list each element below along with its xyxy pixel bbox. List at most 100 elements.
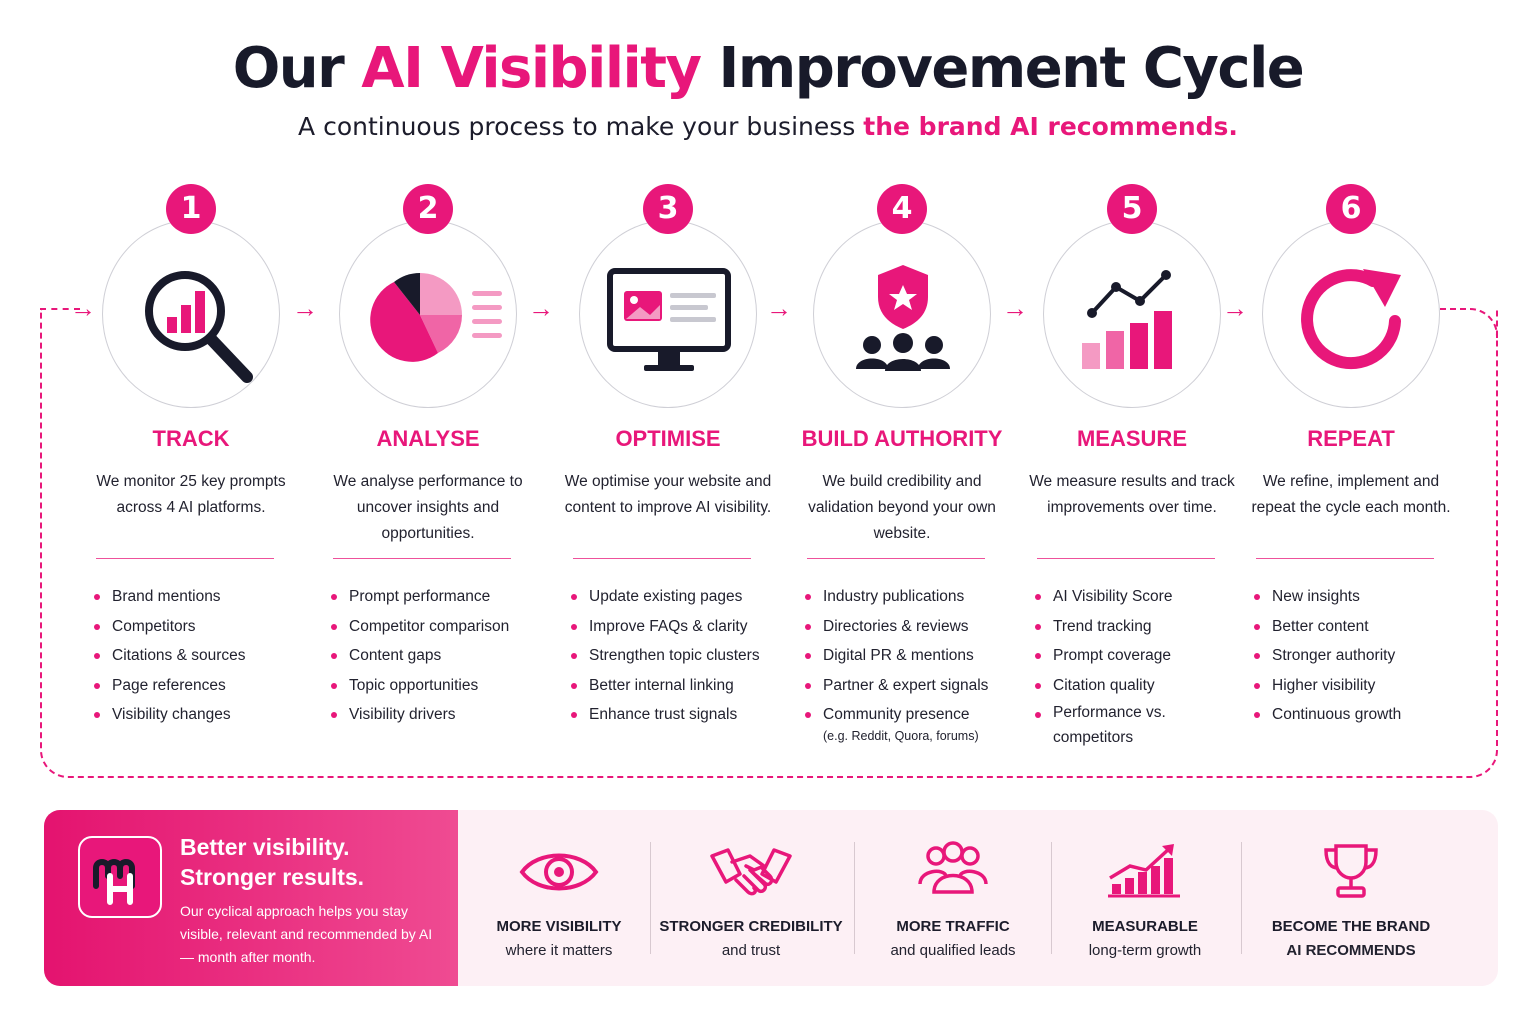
benefit-subtitle: and qualified leads	[890, 942, 1016, 959]
step-number-badge: 3	[643, 184, 693, 234]
list-item: Page references	[94, 671, 316, 701]
subtitle-lead: A continuous process to make your busine…	[298, 112, 856, 141]
list-item: Competitors	[94, 612, 316, 642]
benefit-become-the-brand: BECOME THE BRAND AI RECOMMENDS	[1256, 810, 1446, 986]
divider	[854, 842, 855, 954]
benefit-title: MORE VISIBILITY	[496, 918, 622, 935]
step-title: TRACK	[152, 426, 230, 451]
list-item: Trend tracking	[1035, 612, 1257, 642]
list-item: AI Visibility Score	[1035, 582, 1257, 612]
pie-chart-icon	[370, 273, 502, 362]
divider	[96, 558, 274, 559]
step-item-list: New insights Better content Stronger aut…	[1254, 582, 1476, 730]
divider	[1051, 842, 1052, 954]
benefits-banner: Better visibility. Stronger results. Our…	[44, 810, 1498, 986]
divider	[807, 558, 985, 559]
list-item: Visibility drivers	[331, 700, 553, 730]
step-item-list: Update existing pages Improve FAQs & cla…	[571, 582, 793, 730]
list-item: Prompt coverage	[1035, 641, 1257, 671]
list-item: Competitor comparison	[331, 612, 553, 642]
list-item: New insights	[1254, 582, 1476, 612]
brand-logo	[78, 836, 162, 918]
list-item: Continuous growth	[1254, 700, 1476, 730]
step-icon-ring	[813, 220, 991, 408]
benefit-more-visibility: MORE VISIBILITY where it matters	[474, 810, 644, 986]
step-item-list: AI Visibility Score Trend tracking Promp…	[1035, 582, 1257, 750]
list-item: Content gaps	[331, 641, 553, 671]
benefit-measurable: MEASURABLE long-term growth	[1060, 810, 1230, 986]
list-item: Citation quality	[1035, 671, 1257, 701]
subtitle-accent: the brand AI recommends.	[863, 112, 1238, 141]
divider	[1256, 558, 1434, 559]
step-description: We analyse performance to uncover insigh…	[333, 473, 523, 542]
step-icon-ring	[339, 220, 517, 408]
divider	[1037, 558, 1215, 559]
step-icon-ring	[102, 220, 280, 408]
benefit-subtitle: and trust	[721, 942, 781, 959]
list-item: Prompt performance	[331, 582, 553, 612]
list-item: Topic opportunities	[331, 671, 553, 701]
step-description: We measure results and track improvement…	[1029, 473, 1235, 516]
list-item: Better internal linking	[571, 671, 793, 701]
benefit-more-traffic: MORE TRAFFIC and qualified leads	[864, 810, 1042, 986]
step-icon-ring	[1262, 220, 1440, 408]
divider	[1241, 842, 1242, 954]
benefit-subtitle: long-term growth	[1088, 942, 1202, 959]
banner-headline-line-2: Stronger results.	[180, 864, 365, 890]
eye-icon	[519, 853, 599, 891]
banner-copy: Our cyclical approach helps you stay vis…	[180, 903, 433, 965]
magnifier-bar-chart-icon	[145, 271, 253, 383]
benefit-title: MORE TRAFFIC	[896, 918, 1010, 935]
divider	[650, 842, 651, 954]
arrow-right-icon: →	[1222, 293, 1248, 323]
list-item: Stronger authority	[1254, 641, 1476, 671]
shield-people-icon	[856, 265, 950, 371]
list-item: Improve FAQs & clarity	[571, 612, 793, 642]
benefit-stronger-credibility: STRONGER CREDIBILITY and trust	[658, 810, 844, 986]
trophy-icon	[1324, 844, 1378, 898]
step-item-list: Brand mentions Competitors Citations & s…	[94, 582, 316, 730]
step-number-badge: 5	[1107, 184, 1157, 234]
arrow-right-icon: →	[292, 293, 318, 323]
list-item: Performance vs. competitors	[1035, 700, 1185, 750]
list-item: Higher visibility	[1254, 671, 1476, 701]
title-tail: Improvement Cycle	[718, 36, 1305, 101]
mh-logo-icon	[93, 859, 135, 905]
people-group-icon	[918, 841, 988, 894]
list-item: Partner & expert signals	[805, 671, 1027, 701]
list-item: Community presence (e.g. Reddit, Quora, f…	[805, 700, 1027, 745]
list-item: Directories & reviews	[805, 612, 1027, 642]
step-description: We build credibility and validation beyo…	[808, 473, 996, 542]
step-description: We monitor 25 key prompts across 4 AI pl…	[96, 473, 286, 516]
step-title: BUILD AUTHORITY	[801, 426, 1003, 451]
list-item: Visibility changes	[94, 700, 316, 730]
title-accent: AI Visibility	[361, 36, 702, 101]
step-title: OPTIMISE	[615, 426, 721, 451]
trend-up-icon	[1108, 844, 1180, 898]
banner-headline: Better visibility. Stronger results.	[180, 832, 450, 892]
list-item: Better content	[1254, 612, 1476, 642]
monitor-content-icon	[607, 268, 731, 371]
step-title: ANALYSE	[376, 426, 480, 451]
step-title: REPEAT	[1307, 426, 1395, 451]
step-description: We refine, implement and repeat the cycl…	[1251, 473, 1451, 516]
list-item-note: (e.g. Reddit, Quora, forums)	[823, 728, 979, 743]
divider	[333, 558, 511, 559]
step-number-badge: 1	[166, 184, 216, 234]
benefit-subtitle: AI RECOMMENDS	[1286, 942, 1416, 959]
list-item-label: Community presence	[823, 706, 970, 723]
list-item: Digital PR & mentions	[805, 641, 1027, 671]
arrow-right-icon: →	[1002, 293, 1028, 323]
list-item: Citations & sources	[94, 641, 316, 671]
step-number-badge: 2	[403, 184, 453, 234]
page-subtitle: A continuous process to make your busine…	[0, 112, 1536, 141]
list-item: Update existing pages	[571, 582, 793, 612]
step-number-badge: 6	[1326, 184, 1376, 234]
step-title: MEASURE	[1076, 426, 1187, 451]
step-description: We optimise your website and content to …	[564, 473, 772, 516]
step-number-badge: 4	[877, 184, 927, 234]
arrow-right-icon: →	[528, 293, 554, 323]
handshake-icon	[710, 848, 792, 896]
list-item: Enhance trust signals	[571, 700, 793, 730]
step-item-list: Prompt performance Competitor comparison…	[331, 582, 553, 730]
